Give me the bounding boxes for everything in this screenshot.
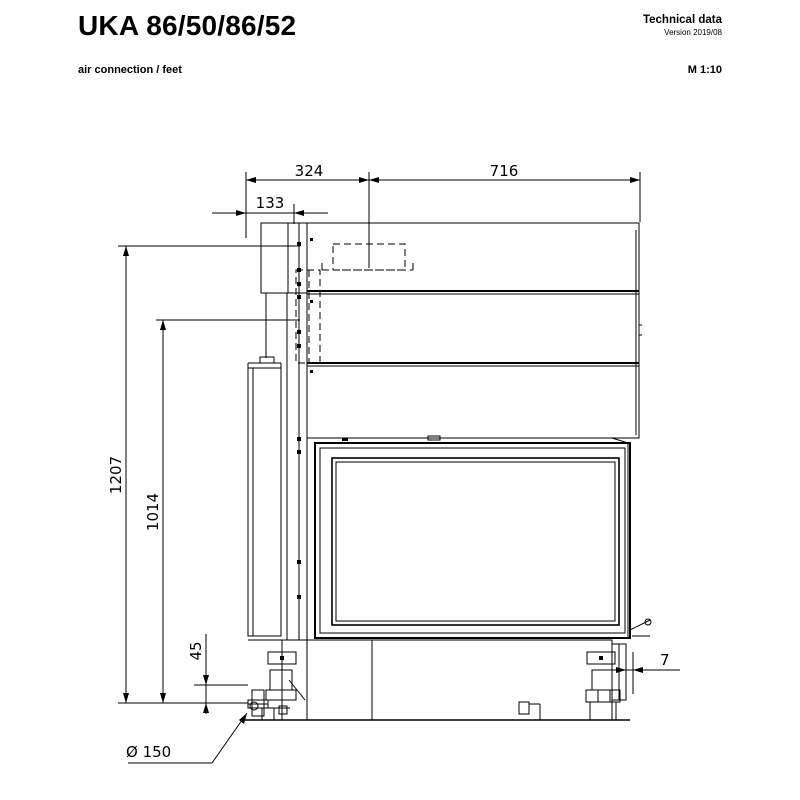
dimension-diameter-150	[128, 712, 248, 764]
air-connection-dashed	[295, 243, 414, 364]
dimension-1207	[118, 245, 300, 704]
dimension-45	[194, 634, 248, 714]
dimension-1014	[156, 319, 300, 703]
foot-left	[247, 651, 306, 721]
dim-150-label: Ø 150	[126, 743, 171, 761]
dim-1014-label: 1014	[144, 493, 162, 531]
page-title: UKA 86/50/86/52	[78, 10, 297, 41]
side-column	[247, 222, 308, 640]
firebox-door	[312, 435, 631, 639]
foot-right	[585, 643, 627, 721]
dim-1207-label: 1207	[107, 456, 125, 494]
page-subtitle: air connection / feet	[78, 64, 182, 76]
dim-45-label: 45	[187, 641, 205, 660]
base-section	[248, 639, 613, 721]
scale-label: M 1:10	[687, 64, 722, 76]
column-bolts	[297, 238, 313, 599]
dim-7-label: 7	[660, 651, 670, 669]
door-hinge-right	[629, 618, 652, 637]
doc-info: Technical data Version 2019/08	[643, 14, 722, 37]
hood-housing	[306, 222, 642, 439]
dim-133-label: 133	[256, 194, 285, 212]
doc-version: Version 2019/08	[664, 28, 722, 37]
dim-716-label: 716	[490, 162, 519, 180]
doc-type: Technical data	[642, 14, 722, 26]
dim-324-label: 324	[295, 162, 324, 180]
dimension-133	[212, 204, 328, 224]
dimension-top-324-716	[245, 172, 641, 268]
